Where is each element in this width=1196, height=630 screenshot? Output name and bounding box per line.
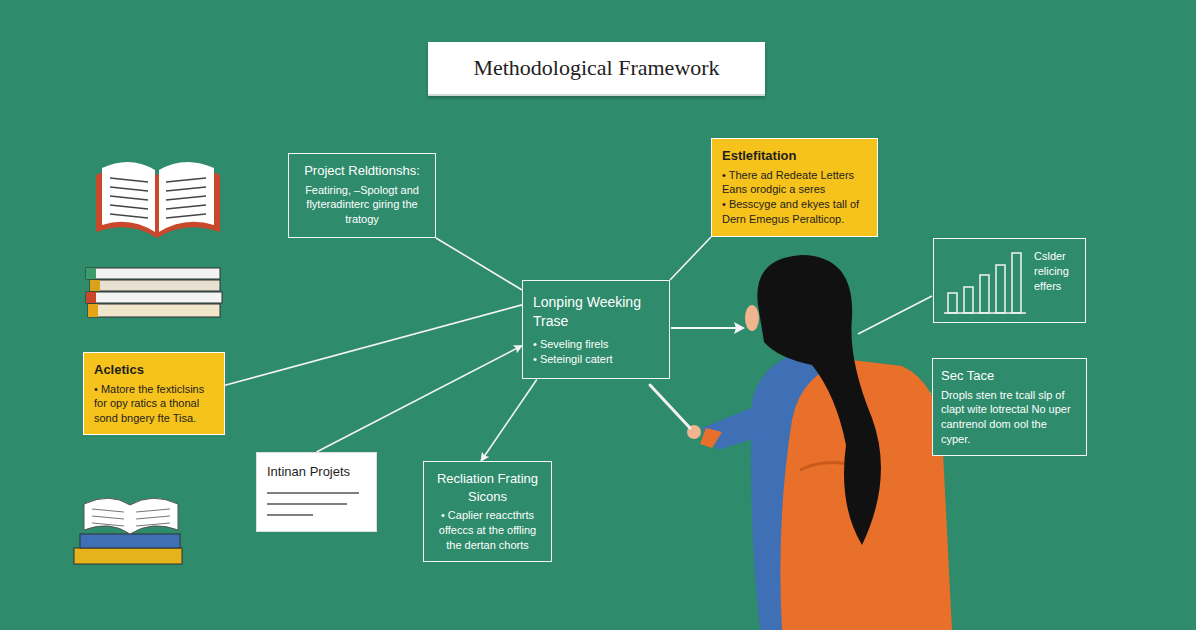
box-heading: Sec Tace bbox=[941, 367, 1078, 385]
book-stack-icon bbox=[86, 268, 222, 317]
books-icon bbox=[74, 498, 182, 564]
box-heading: Project Reldtionshs: bbox=[297, 162, 427, 180]
title-box: Methodological Framework bbox=[428, 42, 765, 96]
chart-box: Cslder relicing effers bbox=[933, 238, 1086, 323]
connector bbox=[225, 305, 522, 385]
box-text: Featiring, –Spologt and flyteradinterc g… bbox=[297, 183, 427, 228]
connector bbox=[436, 238, 522, 290]
box-text: Intinan Projets bbox=[267, 463, 366, 481]
leader-line bbox=[858, 296, 932, 334]
note-box: Sec TaceDropls sten tre tcall slp of cla… bbox=[932, 358, 1087, 456]
open-book-icon bbox=[96, 162, 220, 238]
box-heading: Recliation Frating Sicons bbox=[432, 470, 543, 505]
connector bbox=[670, 237, 711, 280]
box-text: Cslder relicing effers bbox=[1034, 249, 1077, 294]
text-lines-icon bbox=[267, 487, 367, 521]
pointer-arrow bbox=[671, 322, 745, 334]
diagram-title: Methodological Framework bbox=[473, 55, 719, 81]
bar-chart-icon bbox=[940, 247, 1028, 317]
box-text: • Matore the fexticlsins for opy ratics … bbox=[94, 382, 214, 427]
connector bbox=[317, 346, 523, 452]
connector bbox=[481, 379, 537, 461]
document-box: Intinan Projets bbox=[256, 452, 377, 532]
highlight-box: Acletics • Matore the fexticlsins for opy… bbox=[83, 352, 225, 435]
presenter-figure bbox=[650, 255, 952, 630]
process-box: Project Reldtionshs: Featiring, –Spologt … bbox=[288, 153, 436, 238]
box-text: Dropls sten tre tcall slp of clapt wite … bbox=[941, 388, 1078, 447]
box-heading: Lonping Weeking Trase bbox=[533, 293, 659, 331]
box-text: • There ad Redeate Letters Eans orodgic … bbox=[722, 168, 867, 198]
box-heading: Acletics bbox=[94, 361, 214, 379]
central-box: Lonping Weeking Trase • Seveling firels• … bbox=[522, 280, 670, 379]
box-text: • Seveling firels bbox=[533, 337, 659, 352]
box-heading: Estlefitation bbox=[722, 147, 867, 165]
process-box: Recliation Frating Sicons• Caplier reacc… bbox=[423, 461, 552, 562]
box-text: • Besscyge and ekyes tall of Dern Emegus… bbox=[722, 197, 867, 227]
box-text: • Seteingil catert bbox=[533, 352, 659, 367]
highlight-box: Estlefitation • There ad Redeate Letters … bbox=[711, 138, 878, 237]
box-text: • Caplier reaccthrts offeccs at the offl… bbox=[432, 508, 543, 553]
